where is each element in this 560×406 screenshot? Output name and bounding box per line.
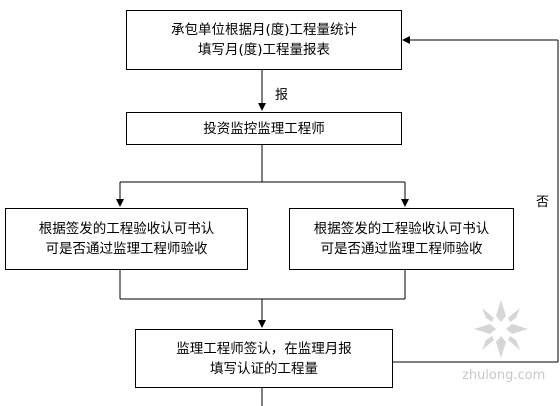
watermark-logo	[474, 300, 528, 358]
box-acceptance-right-line2: 可是否通过监理工程师验收	[320, 241, 483, 257]
box-acceptance-right: 根据签发的工程验收认可书认 可是否通过监理工程师验收	[289, 208, 514, 270]
edge-label-no: 否	[536, 195, 550, 210]
box-supervisor-signoff-line1: 监理工程师签认，在监理月报	[176, 340, 352, 357]
box-cost-supervisor: 投资监控监理工程师	[126, 112, 402, 145]
edge-label-report: 报	[275, 88, 289, 103]
box-contractor-report: 承包单位根据月(度)工程量统计 填写月(度)工程量报表	[126, 10, 402, 70]
box-acceptance-left: 根据签发的工程验收认可书认 可是否通过监理工程师验收	[5, 208, 248, 270]
box-supervisor-signoff-line2: 填写认证的工程量	[210, 360, 318, 377]
box-contractor-report-line1: 承包单位根据月(度)工程量统计	[170, 22, 358, 38]
box-acceptance-left-line2: 可是否通过监理工程师验收	[45, 241, 208, 257]
box-supervisor-signoff: 监理工程师签认，在监理月报 填写认证的工程量	[135, 329, 393, 388]
watermark-text: zhulong.com	[462, 368, 546, 383]
box-acceptance-right-line1: 根据签发的工程验收认可书认	[313, 221, 490, 237]
box-cost-supervisor-text: 投资监控监理工程师	[203, 120, 325, 137]
box-acceptance-left-line1: 根据签发的工程验收认可书认	[38, 221, 215, 237]
box-contractor-report-line2: 填写月(度)工程量报表	[197, 42, 331, 58]
